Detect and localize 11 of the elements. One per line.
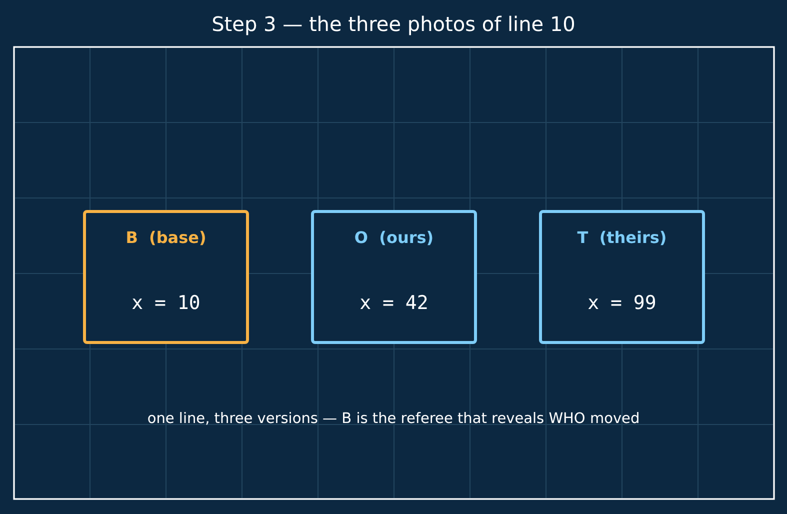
code-value: x = 99 [588,291,656,316]
version-box [539,210,705,344]
code-value: x = 42 [360,291,428,316]
version-box [83,210,249,344]
version-box [311,210,477,344]
version-heading: B (base) [126,227,206,249]
version-heading: T (theirs) [577,227,667,249]
diagram-title: Step 3 — the three photos of line 10 [212,11,576,38]
version-heading: O (ours) [354,227,434,249]
code-value: x = 10 [132,291,200,316]
caption-note: one line, three versions — B is the referee that reveals WHO moved [147,410,640,429]
